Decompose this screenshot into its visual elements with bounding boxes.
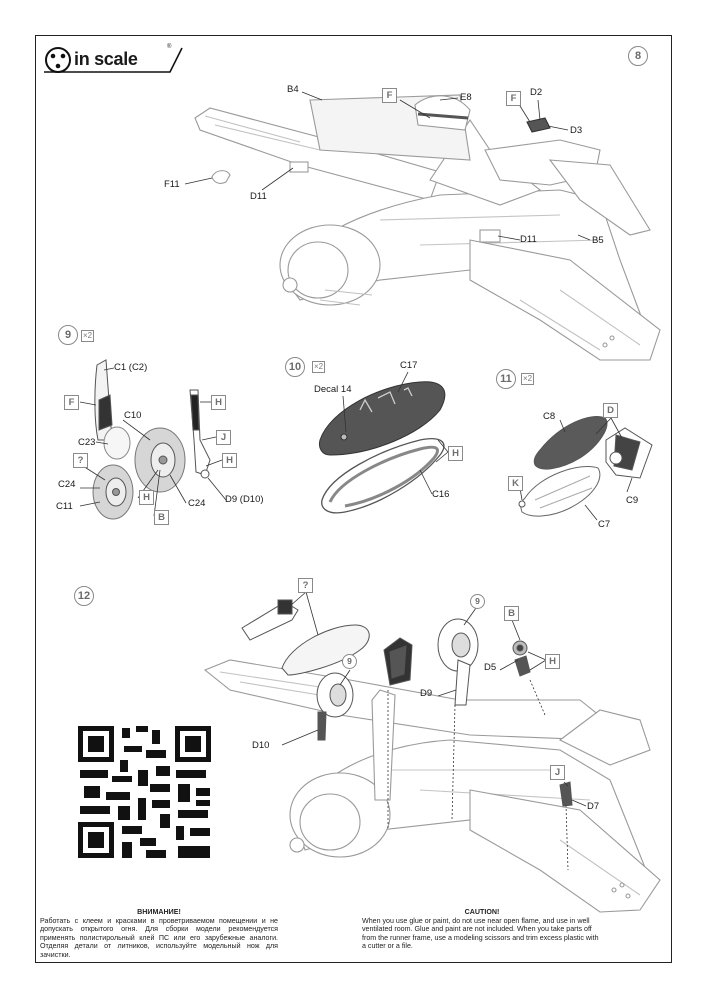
- aircraft-step8: [194, 94, 661, 361]
- leaders-step11: [519, 417, 633, 521]
- quantity-badge-9: ×2: [81, 330, 95, 342]
- part-label-c17: C17: [400, 360, 418, 371]
- warning-russian-title: ВНИМАНИЕ!: [137, 908, 181, 916]
- step-number-8: 8: [628, 46, 648, 66]
- part-label-c7: C7: [598, 519, 611, 530]
- part-label-c23: C23: [78, 437, 96, 448]
- leaders-step12: [281, 591, 587, 871]
- step-number-12: 12: [74, 586, 94, 606]
- paint-box-f: F: [382, 88, 397, 103]
- parts-step12: [241, 599, 573, 807]
- paint-box-b: B: [504, 606, 519, 621]
- step-reference-9: 9: [342, 654, 357, 669]
- part-label-d11: D11: [520, 234, 537, 245]
- part-label-b4: B4: [287, 84, 299, 95]
- part-label-d3: D3: [570, 125, 583, 136]
- paint-box-k: K: [508, 476, 523, 491]
- part-label-c8: C8: [543, 411, 556, 422]
- step-number-11: 11: [496, 369, 516, 389]
- part-label-d10: D10: [252, 740, 270, 751]
- part-label-d7: D7: [587, 801, 600, 812]
- paint-box-h: H: [211, 395, 226, 410]
- part-label-c24: C24: [188, 498, 206, 509]
- part-label-d2: D2: [530, 87, 543, 98]
- paint-box-h: H: [222, 453, 237, 468]
- part-label-d11: D11: [250, 191, 267, 202]
- part-label-b5: B5: [592, 235, 604, 246]
- paint-box-h: H: [139, 490, 154, 505]
- warning-english-title: CAUTION!: [464, 908, 500, 916]
- paint-box-f: F: [506, 91, 521, 106]
- part-label-c1: C1 (C2): [114, 362, 148, 373]
- paint-box-j: J: [216, 430, 231, 445]
- instruction-sheet: [35, 35, 672, 963]
- quantity-badge-10: ×2: [312, 361, 326, 373]
- paint-box-h: H: [448, 446, 463, 461]
- paint-box-d: D: [603, 403, 618, 418]
- landing-gear-step9: [92, 359, 211, 520]
- paint-box-unknown: ?: [298, 578, 313, 593]
- paint-box-j: J: [550, 765, 565, 780]
- part-label-c10: C10: [124, 410, 142, 421]
- paint-box-b: B: [154, 510, 169, 525]
- part-label-d5: D5: [484, 662, 497, 673]
- warning-english-text: When you use glue or paint, do not use n…: [362, 916, 599, 951]
- brand-registered-mark: ®: [167, 44, 172, 50]
- warning-russian: ВНИМАНИЕ! Работать с клеем и красками в …: [40, 908, 278, 960]
- step-reference-9: 9: [470, 594, 485, 609]
- part-label-c11: C11: [56, 501, 73, 512]
- part-label-c24: C24: [58, 479, 76, 490]
- paint-box-h: H: [545, 654, 560, 669]
- aircraft-step12: [203, 659, 661, 913]
- part-label-f11: F11: [164, 179, 180, 190]
- part-label-d9: D9: [420, 688, 433, 699]
- canopy-step10: [319, 381, 446, 514]
- part-label-c9: C9: [626, 495, 639, 506]
- decal-label-14: Decal 14: [314, 384, 352, 395]
- warning-russian-text: Работать с клеем и красками в проветрива…: [40, 916, 278, 959]
- warning-english: CAUTION! When you use glue or paint, do …: [362, 908, 602, 951]
- step-number-10: 10: [285, 357, 305, 377]
- paint-box-f: F: [64, 395, 79, 410]
- part-label-d9-d10: D9 (D10): [225, 494, 264, 505]
- part-label-e8: E8: [460, 92, 472, 103]
- leaders-step8: [184, 91, 591, 241]
- brand-logo: [44, 47, 183, 73]
- part-label-c16: C16: [432, 489, 450, 500]
- paint-box-unknown: ?: [73, 453, 88, 468]
- leaders-step10: [342, 371, 449, 495]
- qr-code: [78, 726, 211, 858]
- quantity-badge-11: ×2: [521, 373, 535, 385]
- step-number-9: 9: [58, 325, 78, 345]
- droptank-step11: [518, 416, 653, 517]
- brand-name: in scale: [74, 49, 138, 69]
